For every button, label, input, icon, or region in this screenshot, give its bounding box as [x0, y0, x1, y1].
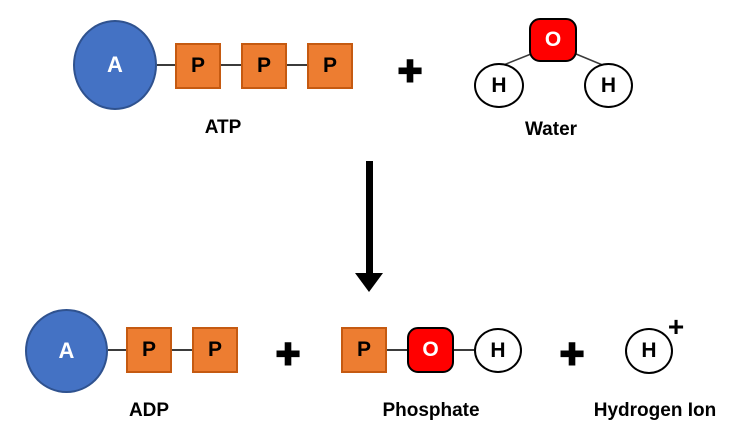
phosphate-oxygen-square: O [407, 327, 454, 373]
adp-bond-1 [172, 349, 192, 351]
water-label: Water [524, 119, 578, 140]
atp-adenosine-letter: A [107, 52, 123, 77]
reaction-arrow-head [355, 273, 383, 292]
adp-phosphate-letter-1: P [141, 338, 156, 361]
water-hydrogen-letter-1: H [491, 73, 507, 97]
phosphate-phosphorus-square: P [341, 327, 387, 373]
products-plus-sign-2: + [559, 330, 586, 377]
hydrogen-ion-charge: + [667, 311, 685, 342]
adp-adenosine-letter: A [58, 338, 75, 363]
hydrogen-ion-letter: H [641, 339, 657, 362]
water-hydrogen-letter-2: H [600, 73, 617, 97]
phosphate-bond-1 [454, 349, 474, 351]
atp-phosphate-square-2: P [241, 43, 287, 89]
atp-phosphate-letter-2: P [256, 54, 271, 77]
atp-label: ATP [204, 117, 242, 138]
adp-phosphate-square-2: P [192, 327, 238, 373]
phosphate-hydrogen-circle: H [474, 328, 522, 373]
adp-label: ADP [128, 400, 170, 421]
atp-bond-0 [157, 64, 175, 66]
atp-adenosine-circle: A [73, 20, 157, 110]
phosphate-oxygen-letter: O [422, 338, 439, 361]
phosphate-phosphorus-letter: P [356, 338, 371, 361]
products-plus-sign-1: + [275, 330, 302, 377]
adp-phosphate-letter-2: P [207, 338, 222, 361]
atp-bond-2 [287, 64, 307, 66]
atp-phosphate-square-1: P [175, 43, 221, 89]
atp-phosphate-letter-3: P [322, 54, 337, 77]
hydrogen-ion-label: Hydrogen Ion [593, 400, 717, 421]
reactants-plus-sign: + [397, 47, 424, 94]
hydrogen-ion-circle: H [625, 328, 673, 374]
phosphate-label: Phosphate [382, 400, 480, 421]
atp-phosphate-square-3: P [307, 43, 353, 89]
adp-phosphate-square-1: P [126, 327, 172, 373]
atp-bond-1 [221, 64, 241, 66]
reaction-arrow-shaft [366, 161, 373, 274]
water-hydrogen-circle-1: H [474, 63, 524, 108]
adp-bond-0 [108, 349, 126, 351]
water-oxygen-square: O [529, 18, 577, 62]
adp-adenosine-circle: A [25, 309, 108, 393]
phosphate-hydrogen-letter: H [490, 338, 506, 362]
atp-phosphate-letter-1: P [190, 54, 205, 77]
water-hydrogen-circle-2: H [584, 63, 633, 108]
water-oxygen-letter: O [544, 28, 562, 51]
phosphate-bond-0 [387, 349, 407, 351]
